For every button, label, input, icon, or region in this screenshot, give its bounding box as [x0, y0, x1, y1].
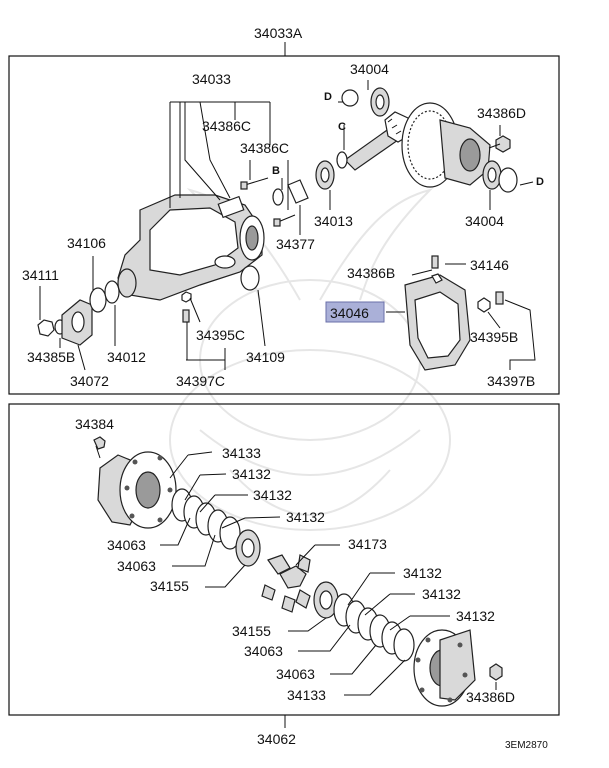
label-34397C: 34397C — [176, 373, 225, 389]
bolt-34386D-bottom — [489, 663, 503, 681]
lower-leader-lines — [160, 451, 497, 696]
label-34386D-bottom: 34386D — [466, 689, 515, 705]
bottom-assembly-label: 34062 — [257, 731, 296, 747]
label-34111: 34111 — [22, 267, 59, 283]
ring-gear-shape — [401, 102, 491, 188]
bearing-top-ring — [341, 89, 359, 107]
label-34386C-a: 34386C — [202, 118, 251, 134]
label-34386B: 34386B — [347, 265, 395, 281]
label-34385B: 34385B — [27, 349, 75, 365]
spacer-34377 — [287, 179, 309, 204]
bolt-34384 — [93, 436, 106, 450]
bolt-34386D — [495, 135, 511, 153]
upper-assembly-frame — [8, 55, 560, 395]
clutch-pack-lower — [313, 581, 415, 662]
stud-34397B — [495, 291, 504, 305]
label-34046: 34046 — [330, 305, 369, 321]
bolts-34386C — [240, 177, 296, 227]
oil-seal-34106 — [89, 287, 107, 313]
label-34173: 34173 — [348, 536, 387, 552]
label-34395B: 34395B — [470, 329, 518, 345]
carrier-housing-shape — [117, 194, 265, 301]
diff-case-left — [97, 451, 177, 529]
label-d-top: D — [324, 91, 332, 103]
label-34063-c: 34063 — [244, 643, 283, 659]
lower-assembly-frame — [8, 403, 560, 716]
nut-34385B — [37, 319, 55, 337]
label-34013: 34013 — [314, 213, 353, 229]
seal-34109 — [240, 265, 260, 291]
bearing-34012 — [104, 280, 120, 304]
label-34132-c: 34132 — [286, 509, 325, 525]
label-34386C-b: 34386C — [240, 140, 289, 156]
label-34132-b: 34132 — [253, 487, 292, 503]
upper-leader-lines — [39, 80, 536, 371]
label-34133-top: 34133 — [222, 445, 261, 461]
clutch-pack-upper — [171, 488, 261, 567]
nut-34395C — [181, 291, 192, 303]
highlight-34046 — [325, 301, 385, 323]
label-34146: 34146 — [470, 257, 509, 273]
pinion-gear-shape — [344, 111, 411, 171]
nut-34395B — [477, 297, 491, 313]
label-34106: 34106 — [67, 235, 106, 251]
label-34063-b: 34063 — [117, 558, 156, 574]
label-34072: 34072 — [70, 373, 109, 389]
label-34004-top: 34004 — [350, 61, 389, 77]
label-34397B: 34397B — [487, 373, 535, 389]
diff-case-right — [413, 629, 476, 707]
label-34384: 34384 — [75, 416, 114, 432]
label-34132-d: 34132 — [403, 565, 442, 581]
label-34155-a: 34155 — [150, 578, 189, 594]
label-34133-bottom: 34133 — [287, 687, 326, 703]
label-34012: 34012 — [107, 349, 146, 365]
label-34132-e: 34132 — [422, 586, 461, 602]
label-34063-d: 34063 — [276, 666, 315, 682]
label-34132-a: 34132 — [232, 466, 271, 482]
label-c: C — [338, 121, 346, 133]
label-34033: 34033 — [192, 71, 231, 87]
label-34109: 34109 — [246, 349, 285, 365]
label-34063-a: 34063 — [107, 537, 146, 553]
label-34004-right: 34004 — [465, 213, 504, 229]
label-34132-f: 34132 — [456, 608, 495, 624]
label-34386D-top: 34386D — [477, 105, 526, 121]
rear-cover-34046 — [404, 255, 471, 371]
label-b: B — [272, 165, 280, 177]
stud-34397C — [182, 309, 190, 323]
top-assembly-label: 34033A — [254, 25, 303, 41]
label-34377: 34377 — [276, 236, 315, 252]
label-34395C: 34395C — [196, 327, 245, 343]
label-34155-b: 34155 — [232, 623, 271, 639]
label-d-right: D — [536, 176, 544, 188]
spider-gears-34173 — [261, 554, 311, 613]
diagram-code: 3EM2870 — [505, 740, 548, 751]
